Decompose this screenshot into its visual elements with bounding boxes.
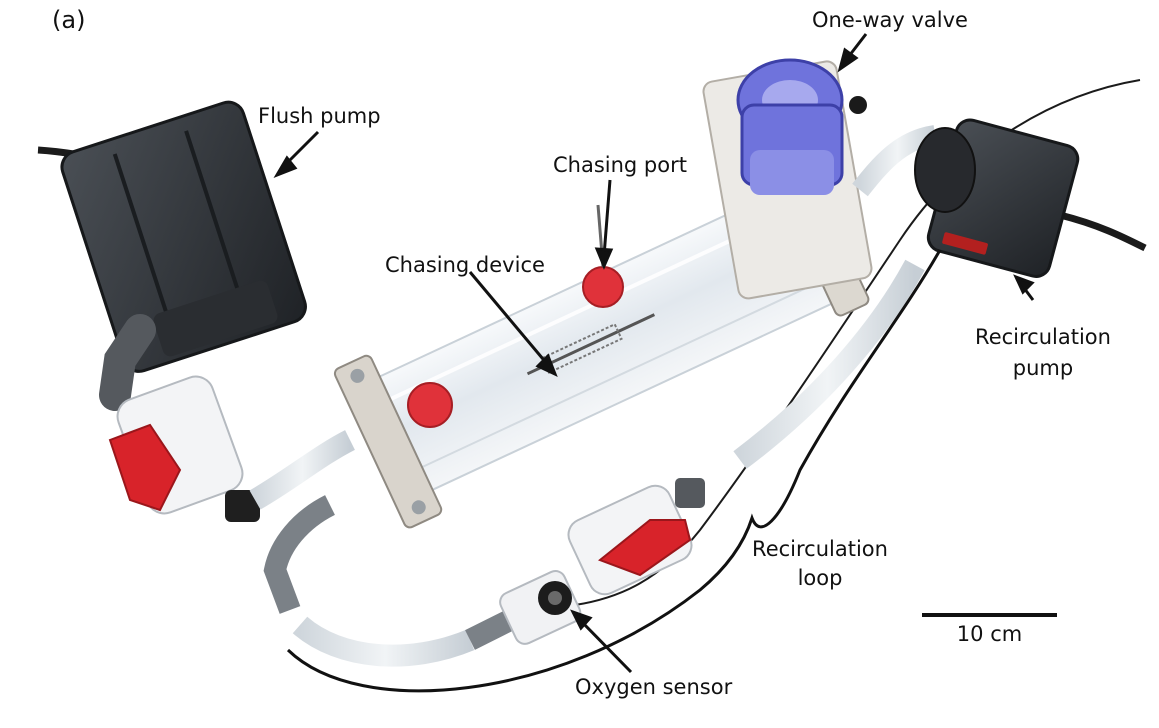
bottom-hose: [292, 616, 475, 667]
chasing-port-cap: [582, 266, 624, 308]
top-right-hose: [852, 125, 937, 197]
annotation-arrows: [273, 33, 1035, 674]
recirculation-loop-label-line1: Recirculation: [752, 537, 888, 561]
flush-ball-valve: [108, 375, 260, 522]
end-cap: [407, 382, 453, 428]
oxygen-sensor: [499, 570, 582, 645]
recirc-hose: [733, 259, 925, 469]
one-way-valve-label: One-way valve: [812, 8, 968, 32]
flush-pump-label: Flush pump: [258, 104, 381, 128]
chasing-device-label: Chasing device: [385, 253, 545, 277]
recirc-pump-cord: [1059, 211, 1147, 252]
recirculation-loop-label-line2: loop: [797, 566, 843, 590]
panel-label: (a): [52, 6, 86, 34]
recirculation-pump-label-line2: pump: [1012, 356, 1074, 380]
scale-bar-label: 10 cm: [956, 622, 1023, 646]
lower-hose: [263, 495, 336, 614]
recirculation-loop-label: Recirculation loop: [735, 537, 905, 591]
flush-pump: [60, 100, 307, 411]
recirculation-pump: [914, 118, 1080, 278]
one-way-valve: [702, 58, 873, 300]
chasing-port-label: Chasing port: [553, 153, 687, 177]
recirculation-loop-brace: [286, 249, 942, 693]
recirculation-pump-label: Recirculation pump: [958, 325, 1128, 381]
recirc-ball-valve: [567, 478, 705, 596]
flush-hose: [249, 430, 356, 510]
recirculation-pump-label-line1: Recirculation: [975, 325, 1111, 349]
oxygen-sensor-label: Oxygen sensor: [575, 675, 733, 699]
